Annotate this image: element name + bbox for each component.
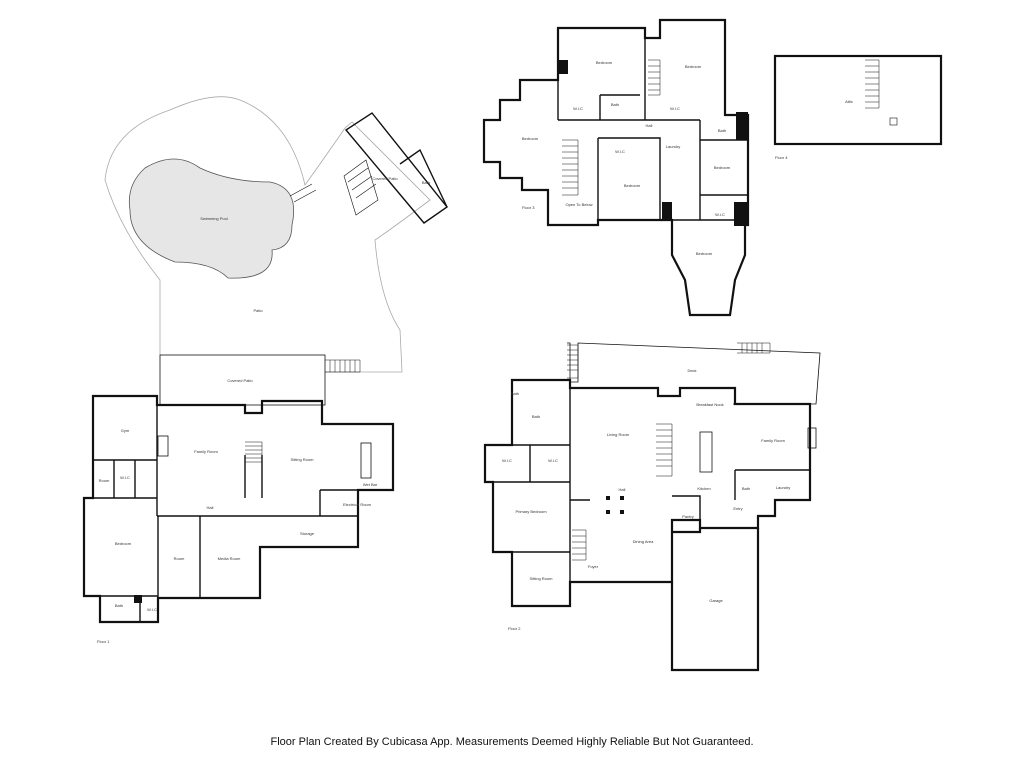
label-wic-3d: W.I.C — [715, 212, 725, 217]
label-bedroom-mid: Bedroom — [624, 183, 641, 188]
label-floor-1: Floor 1 — [97, 639, 110, 644]
pool-walkway — [289, 183, 317, 203]
floor-3-walls — [557, 38, 748, 221]
stair-deck — [737, 342, 771, 354]
post-3 — [606, 510, 610, 514]
label-breakfast-nook: Breakfast Nook — [696, 402, 723, 407]
floor-1-outline — [82, 394, 395, 624]
label-bedroom-1: Bedroom — [115, 541, 132, 546]
label-pantry: Pantry — [682, 514, 694, 519]
label-attic: Attic — [845, 99, 853, 104]
label-bath-3b: Bath — [718, 128, 726, 133]
label-patio: Patio — [253, 308, 263, 313]
stair-floor-3 — [562, 139, 579, 196]
fireplace-2 — [807, 427, 817, 449]
black-fixture-1 — [558, 60, 568, 74]
stair-attic — [865, 59, 880, 109]
garage-outline — [670, 528, 760, 672]
label-media-room: Media Room — [218, 556, 241, 561]
label-covered-patio-upper: Covered Patio — [372, 176, 398, 181]
floor-4-plan — [773, 54, 943, 146]
kitchen-island — [699, 431, 713, 473]
label-bath-top-2: Bath — [511, 391, 519, 396]
label-swimming-pool: Swimming Pool — [200, 216, 228, 221]
label-laundry-2: Laundry — [776, 485, 790, 490]
black-fixture-3 — [662, 202, 672, 220]
stair-deck-left — [567, 344, 579, 379]
floor-1-plan — [82, 96, 449, 624]
label-open-below: Open To Below — [565, 202, 592, 207]
covered-patio-upper — [343, 112, 449, 224]
label-bedroom-right: Bedroom — [685, 64, 702, 69]
label-wet-bar: Wet Bar — [363, 482, 378, 487]
label-dining-area: Dining Area — [633, 539, 654, 544]
label-laundry-3: Laundry — [666, 144, 680, 149]
label-bath-small-2: Bath — [742, 486, 750, 491]
label-bath-1: Bath — [115, 603, 123, 608]
closet-black-1 — [134, 595, 142, 603]
label-wic-3b: W.I.C — [670, 106, 680, 111]
floor-2-plan — [483, 342, 821, 672]
label-wic-3a: W.I.C — [573, 106, 583, 111]
label-floor-4: Floor 4 — [775, 155, 788, 160]
swimming-pool — [128, 158, 295, 279]
label-wic-2b: W.I.C — [548, 458, 558, 463]
label-bedroom-bottom: Bedroom — [696, 251, 713, 256]
label-bedroom-top: Bedroom — [596, 60, 613, 65]
label-living-room: Living Room — [607, 432, 630, 437]
stair-patio — [325, 359, 361, 373]
black-fixture-2 — [736, 112, 748, 140]
label-wic-1: W.I.C — [147, 607, 157, 612]
label-bedroom-left: Bedroom — [522, 136, 539, 141]
label-electrical-room: Electrical Room — [343, 502, 372, 507]
label-room-small: Room — [99, 478, 110, 483]
stair-floor-2 — [656, 423, 673, 477]
post-4 — [620, 510, 624, 514]
label-gym: Gym — [121, 428, 130, 433]
label-deck: Deck — [687, 368, 696, 373]
label-hall-2: Hall — [619, 487, 626, 492]
black-fixture-4 — [734, 202, 748, 226]
post-1 — [606, 496, 610, 500]
floor-3-outline — [482, 18, 750, 317]
label-kitchen: Kitchen — [697, 486, 710, 491]
floor-1-walls — [84, 405, 393, 622]
label-bedroom-east: Bedroom — [714, 165, 731, 170]
label-primary-bedroom: Primary Bedroom — [515, 509, 547, 514]
label-covered-patio: Covered Patio — [227, 378, 253, 383]
label-room-1: Room — [174, 556, 185, 561]
wet-bar-counter — [360, 442, 372, 479]
label-hall-3: Hall — [646, 123, 653, 128]
label-sitting-room-1: Sitting Room — [291, 457, 315, 462]
post-2 — [620, 496, 624, 500]
label-sitting-room-2: Sitting Room — [530, 576, 554, 581]
label-floor-2: Floor 2 — [508, 626, 521, 631]
attic-outline — [773, 54, 943, 146]
floor-3-plan — [482, 18, 750, 317]
label-bath-3a: Bath — [611, 102, 619, 107]
attic-hatch — [889, 117, 898, 126]
stair-floor-2b — [572, 529, 587, 561]
label-bath-2: Bath — [532, 414, 540, 419]
deck-outline — [567, 342, 821, 405]
stair-floor-1 — [245, 441, 263, 463]
label-closet-small: W.I.C — [120, 475, 130, 480]
floor-2-walls — [485, 387, 810, 582]
label-entry: Entry — [733, 506, 742, 511]
label-family-room-2: Family Room — [761, 438, 785, 443]
label-wic-3c: W.I.C — [615, 149, 625, 154]
disclaimer-text: Floor Plan Created By Cubicasa App. Meas… — [270, 736, 754, 748]
fireplace-1 — [157, 435, 169, 457]
patio-outline — [104, 96, 431, 373]
label-family-room-1: Family Room — [194, 449, 218, 454]
label-bath-pool: Bath — [422, 180, 430, 185]
label-wic-2a: W.I.C — [502, 458, 512, 463]
label-hall-1: Hall — [207, 505, 214, 510]
label-floor-3: Floor 3 — [522, 205, 535, 210]
label-storage: Storage — [300, 531, 315, 536]
stair-floor-3b — [648, 59, 661, 96]
label-foyer: Foyer — [588, 564, 599, 569]
label-garage: Garage — [709, 598, 723, 603]
